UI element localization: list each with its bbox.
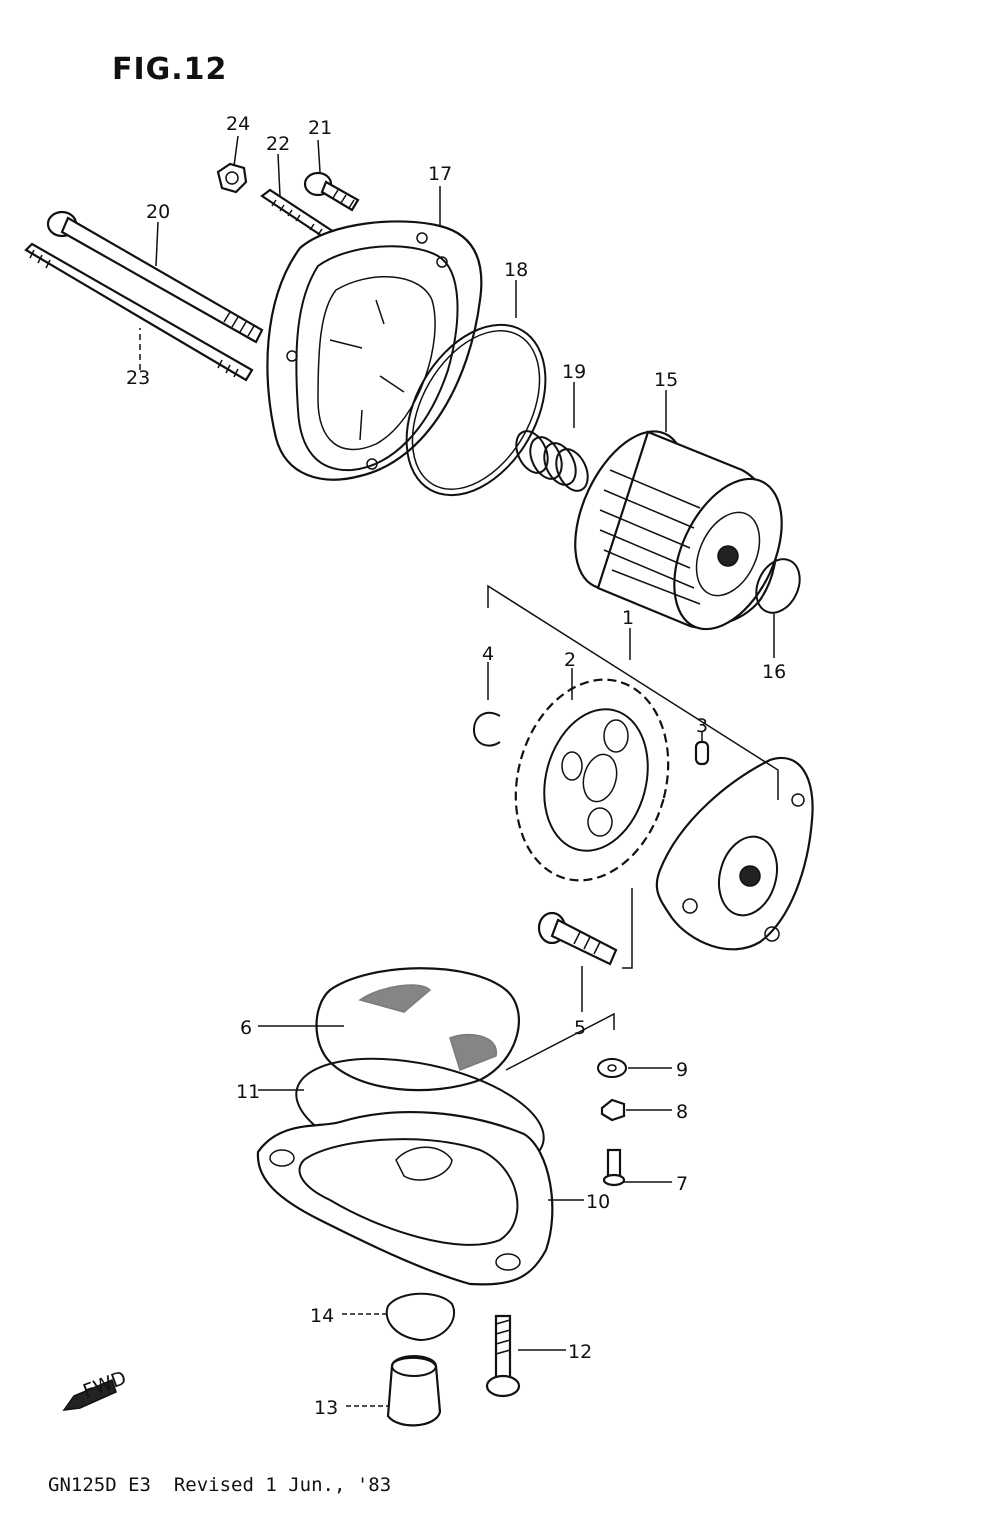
callout-3: 3 bbox=[696, 715, 708, 737]
part-14-gasket bbox=[385, 1292, 455, 1342]
callout-1: 1 bbox=[622, 607, 634, 629]
callout-19: 19 bbox=[562, 361, 586, 383]
callout-22: 22 bbox=[266, 133, 290, 155]
part-3-pin bbox=[694, 740, 710, 766]
fwd-arrow-icon: FWD bbox=[62, 1367, 129, 1411]
part-10-cover bbox=[256, 1111, 554, 1286]
callout-5: 5 bbox=[574, 1017, 586, 1039]
callout-21: 21 bbox=[308, 117, 332, 139]
callout-20: 20 bbox=[146, 201, 170, 223]
part-17-filter-cap bbox=[266, 220, 483, 481]
part-16-o-ring bbox=[755, 558, 801, 614]
callout-12: 12 bbox=[568, 1341, 592, 1363]
part-24-nut bbox=[216, 162, 248, 194]
callout-18: 18 bbox=[504, 259, 528, 281]
part-7-screw bbox=[602, 1148, 626, 1187]
part-1-pump-body bbox=[655, 757, 814, 951]
part-22-stud bbox=[260, 188, 336, 242]
callout-13: 13 bbox=[314, 1397, 338, 1419]
callout-7: 7 bbox=[676, 1173, 688, 1195]
part-5-bolt bbox=[537, 911, 618, 966]
callout-6: 6 bbox=[240, 1017, 252, 1039]
part-18-o-ring bbox=[405, 323, 547, 497]
assembly-bracket-5 bbox=[622, 888, 633, 969]
callout-24: 24 bbox=[226, 113, 250, 135]
footer-revision: GN125D E3 Revised 1 Jun., '83 bbox=[48, 1474, 392, 1496]
callout-15: 15 bbox=[654, 369, 678, 391]
part-6-strainer bbox=[315, 967, 520, 1092]
callout-10: 10 bbox=[586, 1191, 610, 1213]
callout-23: 23 bbox=[126, 367, 150, 389]
part-20-long-bolt bbox=[46, 210, 264, 344]
assembly-bracket-1 bbox=[487, 584, 779, 800]
callout-2: 2 bbox=[564, 649, 576, 671]
part-23-long-stud bbox=[24, 242, 254, 382]
part-19-spring bbox=[515, 430, 589, 492]
callout-11: 11 bbox=[236, 1081, 260, 1103]
part-2-gear bbox=[514, 678, 670, 882]
part-8-nut bbox=[600, 1098, 626, 1122]
part-9-washer bbox=[597, 1058, 627, 1078]
callout-4: 4 bbox=[482, 643, 494, 665]
callout-16: 16 bbox=[762, 661, 786, 683]
callout-9: 9 bbox=[676, 1059, 688, 1081]
leader-lines bbox=[139, 135, 775, 1407]
callout-17: 17 bbox=[428, 163, 452, 185]
part-12-bolt bbox=[485, 1314, 521, 1398]
part-13-plug bbox=[386, 1355, 442, 1427]
part-4-circlip bbox=[472, 711, 501, 747]
callout-14: 14 bbox=[310, 1305, 334, 1327]
part-15-oil-filter bbox=[574, 430, 783, 631]
assembly-bracket-9 bbox=[505, 1012, 615, 1071]
callout-8: 8 bbox=[676, 1101, 688, 1123]
part-21-bolt bbox=[303, 171, 360, 212]
figure-title: FIG.12 bbox=[112, 52, 228, 87]
